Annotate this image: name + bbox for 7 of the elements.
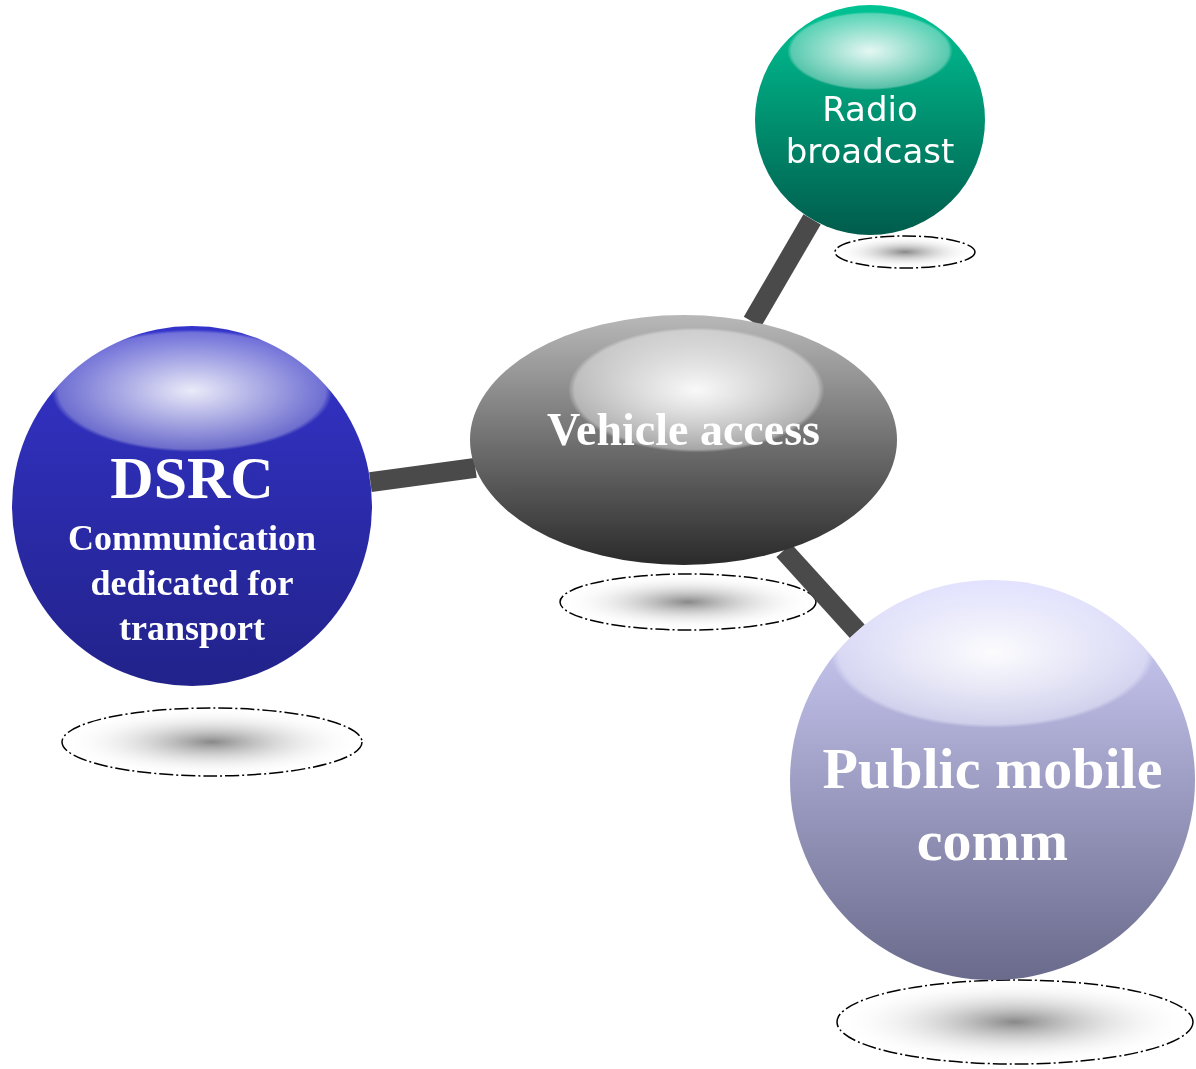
node-subtitle: Communication dedicated for transport xyxy=(67,517,317,650)
node-title: DSRC xyxy=(110,444,274,513)
connector-bar xyxy=(743,214,821,327)
node-title: Public mobile comm xyxy=(821,734,1164,875)
node-title: Vehicle access xyxy=(547,403,820,458)
node-title: Radio broadcast xyxy=(784,87,956,173)
connector-bar xyxy=(369,458,477,492)
